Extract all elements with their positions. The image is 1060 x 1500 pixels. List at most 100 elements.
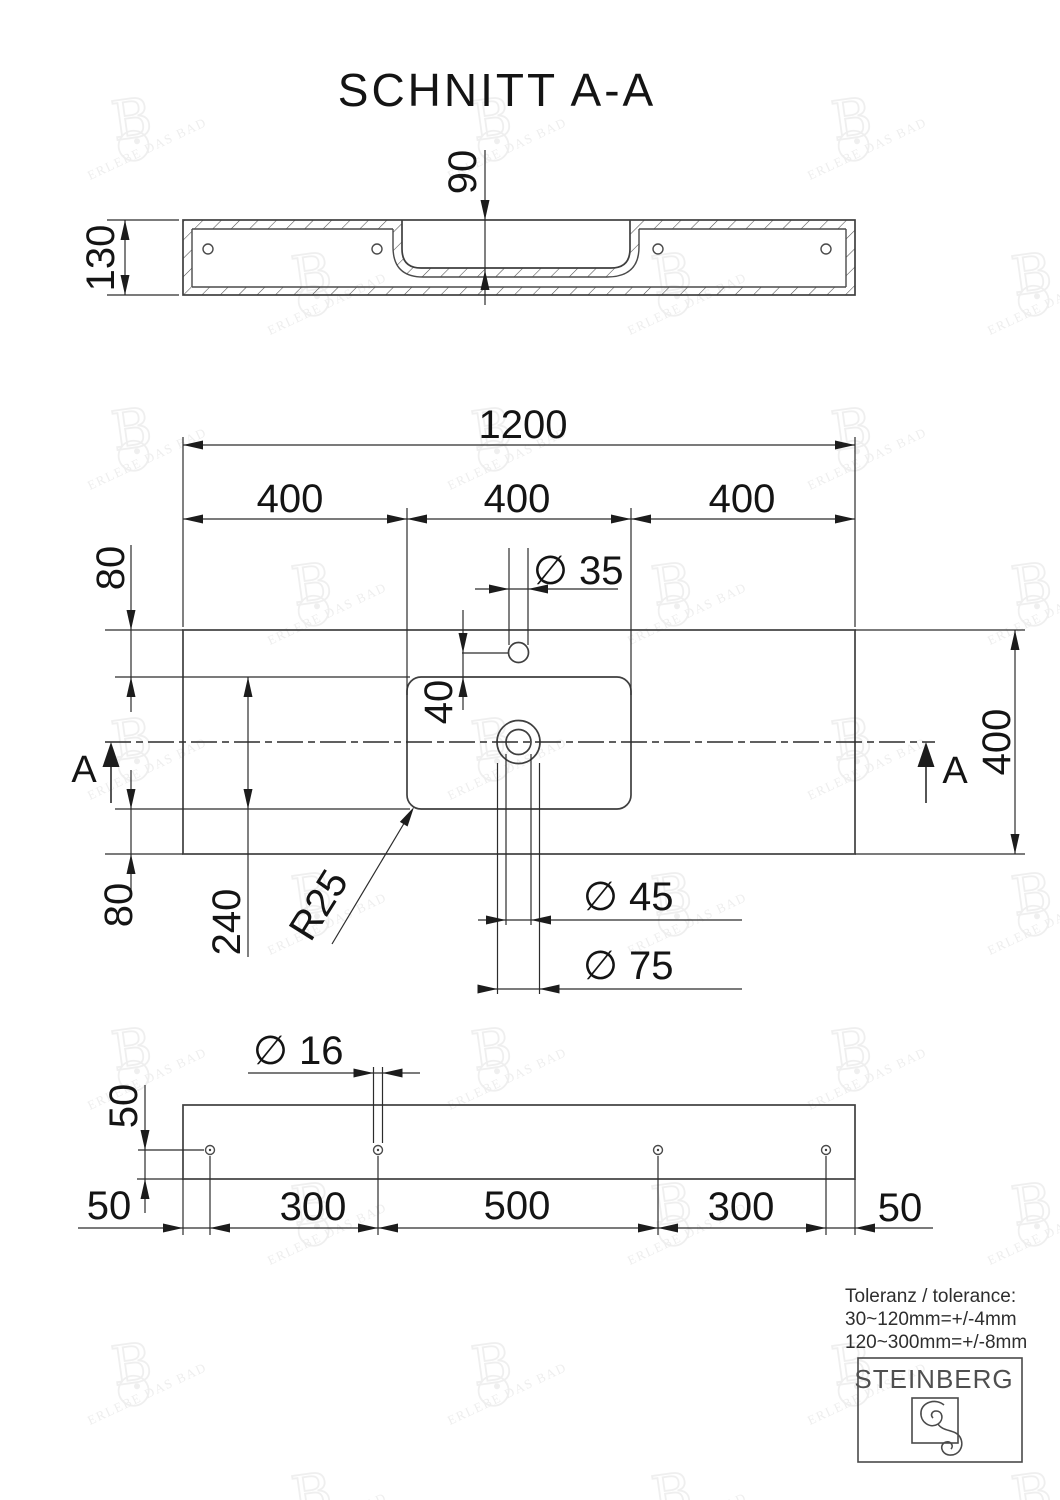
watermark-circle-icon — [1017, 904, 1050, 937]
section-hole — [652, 243, 664, 255]
dim-faucet-offset: 40 — [417, 610, 508, 724]
watermark-dot-icon — [494, 758, 501, 765]
watermark-circle-icon — [297, 904, 330, 937]
watermark: B ERLEBE DAS BAD — [625, 549, 749, 647]
watermark: B ERLEBE DAS BAD — [805, 704, 929, 802]
watermark-circle-icon — [1017, 284, 1050, 317]
section-view — [182, 219, 856, 296]
watermark-circle-icon — [657, 1214, 690, 1247]
watermark: B ERLEBE DAS BAD — [85, 1329, 209, 1427]
dim-label-90: 90 — [441, 150, 485, 195]
watermark-dot-icon — [494, 1383, 501, 1390]
watermark: B ERLEBE DAS BAD — [985, 1169, 1060, 1267]
dim-label-50-side: 50 — [102, 1084, 146, 1129]
watermark-dot-icon — [674, 603, 681, 610]
watermark: B ERLEBE DAS BAD — [265, 239, 389, 337]
watermark-circle-icon — [117, 129, 150, 162]
steinberg-logo: STEINBERG — [854, 1357, 1023, 1463]
watermark-dot-icon — [854, 1068, 861, 1075]
watermark: B ERLEBE DAS BAD — [985, 1459, 1060, 1500]
watermark-circle-icon — [477, 749, 510, 782]
mounting-holes — [204, 1144, 832, 1156]
dim-hole-edge-offset: 50 — [102, 1084, 204, 1213]
watermark-dot-icon — [134, 138, 141, 145]
section-hole — [371, 243, 383, 255]
watermark-dot-icon — [674, 913, 681, 920]
section-outline — [182, 219, 856, 296]
watermark-letter: B — [288, 1460, 336, 1500]
section-left-wall — [183, 220, 192, 295]
watermark: B ERLEBE DAS BAD — [985, 239, 1060, 337]
watermark: B ERLEBE DAS BAD — [265, 549, 389, 647]
section-top-band-left — [192, 220, 393, 229]
section-bottom-band — [192, 287, 846, 295]
watermark-circle-icon — [657, 594, 690, 627]
dim-label-1200: 1200 — [479, 403, 568, 447]
section-hole — [820, 243, 832, 255]
watermark-circle-icon — [297, 284, 330, 317]
dim-label-80-bottom: 80 — [97, 883, 141, 928]
watermark: B ERLEBE DAS BAD — [265, 1459, 389, 1500]
section-marker-right: A — [917, 742, 968, 803]
watermark-dot-icon — [1034, 1223, 1041, 1230]
logo-square — [911, 1397, 959, 1444]
dim-section-height: 130 — [79, 219, 179, 296]
section-marker-left: A — [71, 742, 120, 803]
watermark-circle-icon — [657, 904, 690, 937]
bottom-outline — [182, 1104, 856, 1180]
watermark-circle-icon — [117, 439, 150, 472]
dim-depth: 400 — [855, 629, 1025, 855]
watermark-dot-icon — [134, 758, 141, 765]
watermark-circle-icon — [1017, 594, 1050, 627]
dim-drain-hole: ∅ 45 — [478, 875, 742, 925]
dim-label-d16: ∅ 16 — [253, 1029, 343, 1073]
watermark-circle-icon — [1017, 1214, 1050, 1247]
section-marker-left-label: A — [71, 749, 97, 791]
watermark-dot-icon — [1034, 913, 1041, 920]
watermark-dot-icon — [494, 1068, 501, 1075]
basin-recess-outline — [406, 676, 632, 810]
brand-name: STEINBERG — [854, 1364, 1013, 1394]
tolerance-note: Toleranz / tolerance: 30~120mm=+/-4mm 12… — [845, 1286, 1027, 1353]
dim-drain-recess: ∅ 75 — [477, 944, 742, 994]
section-bowl-outer — [392, 229, 640, 278]
watermark-circle-icon — [837, 1059, 870, 1092]
dim-label-400-left: 400 — [257, 477, 324, 521]
dim-bottom-offset: 80 — [97, 770, 183, 927]
watermark: B ERLEBE DAS BAD — [985, 549, 1060, 647]
dim-label-400-mid: 400 — [484, 477, 551, 521]
watermark-circle-icon — [657, 284, 690, 317]
watermark-circle-icon — [477, 1059, 510, 1092]
watermark-dot-icon — [494, 448, 501, 455]
dim-label-400-depth: 400 — [975, 709, 1019, 776]
watermark-circle-icon — [297, 1214, 330, 1247]
section-bowl-inner — [401, 220, 631, 269]
plan-view — [105, 629, 935, 994]
dim-mounting-hole: ∅ 16 — [248, 1029, 420, 1143]
faucet-hole — [507, 641, 530, 664]
watermark: B ERLEBE DAS BAD — [625, 1459, 749, 1500]
section-right-wall — [846, 220, 855, 295]
watermark: B ERLEBE DAS BAD — [445, 1329, 569, 1427]
dim-hole-spacings: 50 300 500 300 50 — [78, 1156, 933, 1235]
tolerance-line-1: Toleranz / tolerance: — [845, 1286, 1016, 1307]
watermark: B ERLEBE DAS BAD — [805, 394, 929, 492]
dim-label-50-1: 50 — [87, 1184, 132, 1228]
watermark-circle-icon — [477, 439, 510, 472]
dim-label-80-top: 80 — [89, 546, 133, 591]
dim-label-50-2: 50 — [878, 1186, 923, 1230]
watermark-circle-icon — [117, 1059, 150, 1092]
dim-label-500: 500 — [484, 1184, 551, 1228]
bottom-view — [182, 1104, 856, 1180]
watermark: B ERLEBE DAS BAD — [805, 1014, 929, 1112]
watermark-circle-icon — [837, 439, 870, 472]
dim-label-d75: ∅ 75 — [583, 944, 673, 988]
watermark-circle-icon — [117, 1374, 150, 1407]
watermark-circle-icon — [477, 129, 510, 162]
watermark: B ERLEBE DAS BAD — [445, 1014, 569, 1112]
watermark-dot-icon — [134, 1068, 141, 1075]
watermark: B ERLEBE DAS BAD — [85, 84, 209, 182]
dim-label-d35: ∅ 35 — [533, 549, 623, 593]
